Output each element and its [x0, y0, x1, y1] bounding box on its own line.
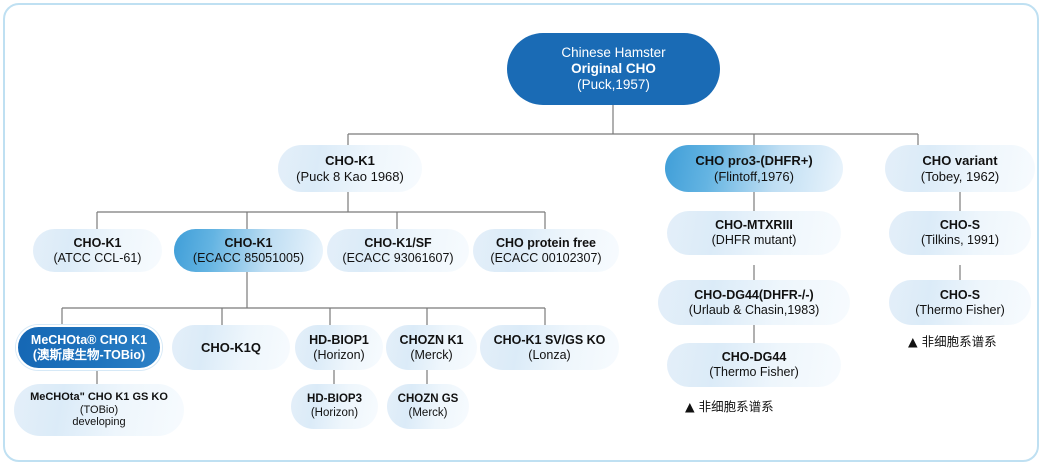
node-line-2: (ATCC CCL-61)	[53, 250, 142, 265]
node-line-2: (Horizon)	[313, 347, 365, 362]
node-line-1: CHO protein free	[495, 235, 596, 250]
node-line-1: CHO-S	[939, 218, 981, 233]
node-line-1: HD-BIOP3	[307, 392, 362, 405]
node-line-1: CHO-DG44(DHFR-/-)	[694, 287, 814, 302]
node-line-2: (Horizon)	[310, 406, 359, 419]
node-line-1: MeCHOta® CHO K1	[30, 332, 148, 347]
node-cho-s-thermo-fisher[interactable]: CHO-S (Thermo Fisher)	[889, 280, 1031, 325]
node-line-1: CHO-K1	[73, 235, 122, 250]
node-cho-dg44-dhfr-null[interactable]: CHO-DG44(DHFR-/-) (Urlaub & Chasin,1983)	[658, 280, 850, 325]
node-chozn-gs[interactable]: CHOZN GS (Merck)	[387, 384, 469, 429]
node-line-1: HD-BIOP1	[309, 332, 369, 347]
node-line-2: (ECACC 93061607)	[342, 250, 454, 265]
note-dg44-non-cell-line-lineage: ▲ 非细胞系谱系	[685, 399, 774, 414]
node-cho-s-tilkins[interactable]: CHO-S (Tilkins, 1991)	[889, 211, 1031, 255]
node-cho-k1-sf[interactable]: CHO-K1/SF (ECACC 93061607)	[327, 229, 469, 272]
node-line-2: (Merck)	[410, 347, 453, 362]
node-cho-k1-puck[interactable]: CHO-K1 (Puck 8 Kao 1968)	[278, 145, 422, 192]
node-line-1: CHO-K1Q	[201, 339, 261, 355]
node-cho-protein-free[interactable]: CHO protein free (ECACC 00102307)	[473, 229, 619, 272]
node-line-1: CHO pro3-(DHFR+)	[695, 153, 813, 169]
node-line-2: (ECACC 85051005)	[192, 250, 305, 265]
node-line-1: CHO-K1	[325, 153, 375, 169]
node-line-1: MeCHOta" CHO K1 GS KO	[30, 390, 168, 403]
node-hd-biop3[interactable]: HD-BIOP3 (Horizon)	[291, 384, 378, 429]
node-line-2: (Flintoff,1976)	[714, 168, 794, 184]
node-mechota-cho-k1-gs-ko[interactable]: MeCHOta" CHO K1 GS KO (TOBio) developing	[14, 384, 184, 436]
node-line-1: CHO variant	[922, 153, 998, 169]
node-line-3: developing	[72, 416, 126, 429]
node-line-1: CHO-S	[939, 287, 981, 302]
node-line-1: CHOZN K1	[399, 332, 464, 347]
node-cho-mtxriii[interactable]: CHO-MTXRIII (DHFR mutant)	[667, 211, 841, 255]
node-chozn-k1[interactable]: CHOZN K1 (Merck)	[386, 325, 477, 370]
node-cho-k1-atcc[interactable]: CHO-K1 (ATCC CCL-61)	[33, 229, 162, 272]
node-cho-k1-ecacc[interactable]: CHO-K1 (ECACC 85051005)	[174, 229, 323, 272]
node-line-2: (Urlaub & Chasin,1983)	[688, 302, 820, 317]
node-line-2: Original CHO	[571, 61, 656, 77]
node-line-1: CHOZN GS	[397, 392, 459, 405]
node-line-2: (ECACC 00102307)	[490, 250, 602, 265]
node-line-1: CHO-K1 SV/GS KO	[493, 332, 606, 347]
node-cho-variant[interactable]: CHO variant (Tobey, 1962)	[885, 145, 1035, 192]
node-root-chinese-hamster[interactable]: Chinese Hamster Original CHO (Puck,1957)	[507, 33, 720, 105]
node-cho-pro3-dhfr[interactable]: CHO pro3-(DHFR+) (Flintoff,1976)	[665, 145, 843, 192]
node-line-2: (TOBio)	[79, 403, 119, 416]
node-cho-dg44-thermo-fisher[interactable]: CHO-DG44 (Thermo Fisher)	[667, 343, 841, 387]
node-line-2: (Thermo Fisher)	[709, 365, 799, 379]
node-line-1: Chinese Hamster	[561, 45, 666, 61]
node-line-1: CHO-MTXRIII	[715, 218, 793, 233]
node-line-2: (Tobey, 1962)	[920, 168, 1000, 184]
node-cho-k1-sv-gs-ko[interactable]: CHO-K1 SV/GS KO (Lonza)	[480, 325, 619, 370]
node-cho-k1q[interactable]: CHO-K1Q	[172, 325, 290, 370]
node-mechota-cho-k1[interactable]: MeCHOta® CHO K1 (澳斯康生物-TOBio)	[16, 325, 162, 370]
node-line-2: (Lonza)	[528, 347, 571, 362]
node-line-2: (Merck)	[408, 406, 448, 419]
node-line-1: CHO-K1	[224, 235, 273, 250]
node-line-2: (Puck 8 Kao 1968)	[296, 168, 404, 184]
node-line-3: (Puck,1957)	[577, 76, 650, 92]
node-line-1: CHO-K1/SF	[364, 235, 432, 250]
node-line-2: (Tilkins, 1991)	[920, 233, 1000, 247]
node-line-1: CHO-DG44	[721, 350, 787, 365]
node-line-2: (澳斯康生物-TOBio)	[32, 347, 146, 362]
note-chos-non-cell-line-lineage: ▲ 非细胞系谱系	[908, 334, 997, 349]
node-line-2: (Thermo Fisher)	[915, 302, 1005, 317]
node-line-2: (DHFR mutant)	[711, 233, 797, 247]
node-hd-biop1[interactable]: HD-BIOP1 (Horizon)	[295, 325, 383, 370]
